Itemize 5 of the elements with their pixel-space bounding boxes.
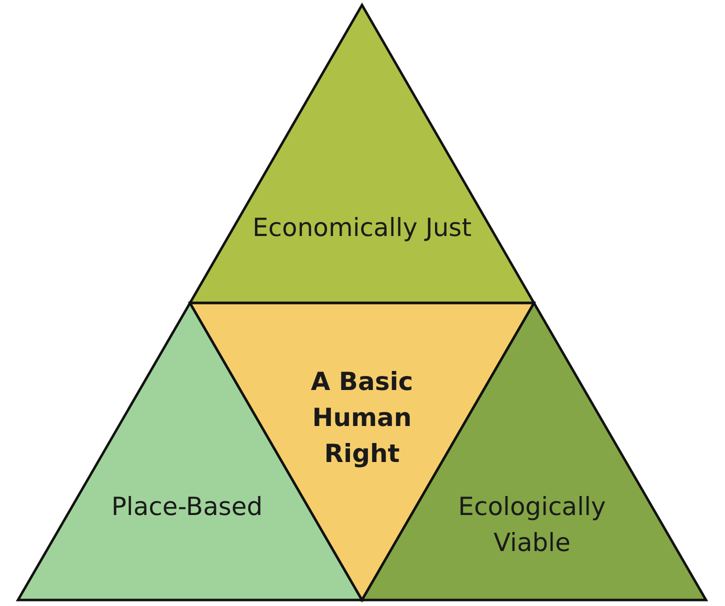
triangle-label: Economically Just	[251, 212, 473, 244]
triangle	[190, 5, 534, 303]
triangle-label: Ecologically Viable	[457, 491, 607, 559]
triangle-label: A Basic Human Right	[310, 366, 414, 470]
triangle-label: Place-Based	[110, 491, 264, 523]
